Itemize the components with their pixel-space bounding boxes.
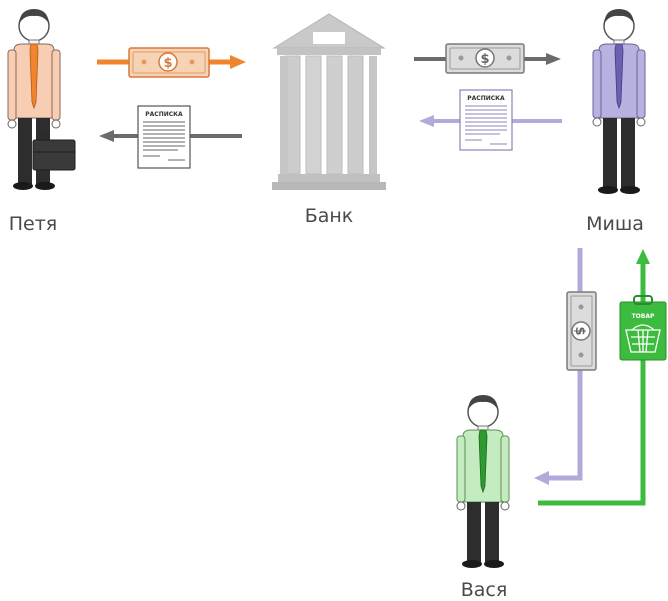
basket-icon — [625, 324, 661, 353]
receipt-document-icon-lavender: РАСПИСКА — [459, 89, 513, 151]
receipt-title: РАСПИСКА — [145, 111, 183, 118]
person-misha — [592, 9, 646, 194]
label-bank: Банк — [305, 205, 354, 227]
receipt-title-2: РАСПИСКА — [467, 95, 505, 102]
dollar-sign-gray: $ — [480, 52, 489, 67]
arrow-vasya-to-misha — [538, 249, 650, 506]
dollar-sign: $ — [163, 56, 172, 71]
receipt-document-icon: РАСПИСКА — [137, 105, 191, 169]
goods-title: ТОВАР — [632, 313, 655, 320]
banknote-icon-gray: $ — [445, 43, 525, 74]
banknote-icon: $ — [128, 47, 210, 78]
dollar-sign-vertical: $ — [572, 326, 587, 335]
label-petya: Петя — [9, 213, 57, 235]
person-petya — [7, 9, 76, 190]
bank-building-icon — [272, 13, 386, 190]
label-misha: Миша — [586, 213, 644, 235]
goods-bag-icon: ТОВАР — [619, 295, 667, 361]
briefcase-icon — [32, 133, 76, 171]
banknote-vertical-icon: $ — [566, 291, 597, 371]
label-vasya: Вася — [461, 579, 508, 601]
person-vasya — [456, 395, 510, 568]
